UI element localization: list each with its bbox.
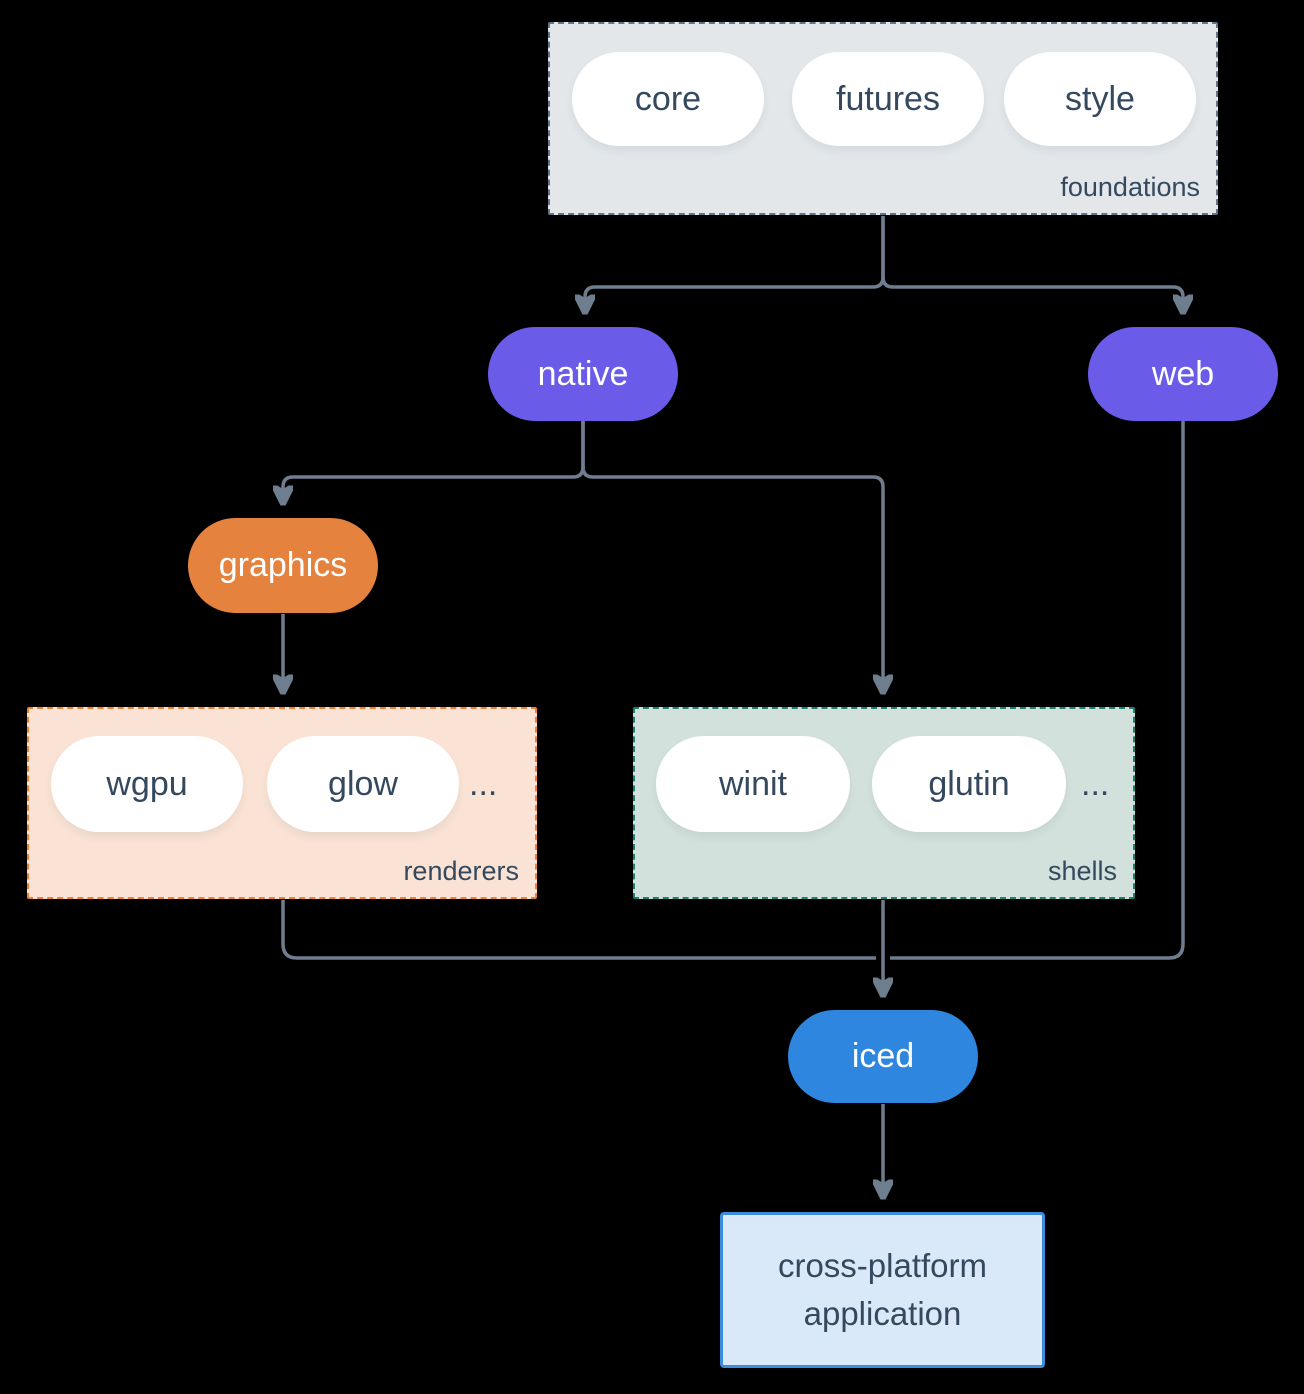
- node-graphics: graphics: [188, 518, 378, 613]
- crate-core: core: [572, 52, 764, 146]
- node-native: native: [488, 327, 678, 421]
- edge-web-to-junction: [890, 421, 1185, 960]
- group-foundations-label: foundations: [1060, 172, 1200, 202]
- group-renderers-label: renderers: [403, 856, 519, 886]
- group-shells: winit glutin ... shells: [633, 707, 1135, 899]
- edge-native-to-graphics: [283, 421, 585, 504]
- edge-renderers-to-junction: [281, 900, 876, 960]
- group-renderers: wgpu glow ... renderers: [27, 707, 537, 899]
- shells-ellipsis: ...: [1081, 764, 1110, 803]
- edge-foundations-to-web: [881, 216, 1183, 313]
- crate-wgpu: wgpu: [51, 736, 243, 832]
- edge-native-to-shells: [581, 421, 883, 693]
- crate-futures: futures: [792, 52, 984, 146]
- crate-winit: winit: [656, 736, 850, 832]
- app-label: cross-platform application: [777, 1247, 988, 1332]
- node-web: web: [1088, 327, 1278, 421]
- renderers-ellipsis: ...: [469, 764, 498, 803]
- node-iced: iced: [788, 1010, 978, 1103]
- crate-glow: glow: [267, 736, 459, 832]
- edge-foundations-to-native: [585, 216, 885, 313]
- node-cross-platform-application: cross-platform application: [720, 1212, 1045, 1368]
- crate-glutin: glutin: [872, 736, 1066, 832]
- crate-style: style: [1004, 52, 1196, 146]
- group-shells-label: shells: [1047, 856, 1117, 886]
- group-foundations: core futures style foundations: [548, 22, 1218, 215]
